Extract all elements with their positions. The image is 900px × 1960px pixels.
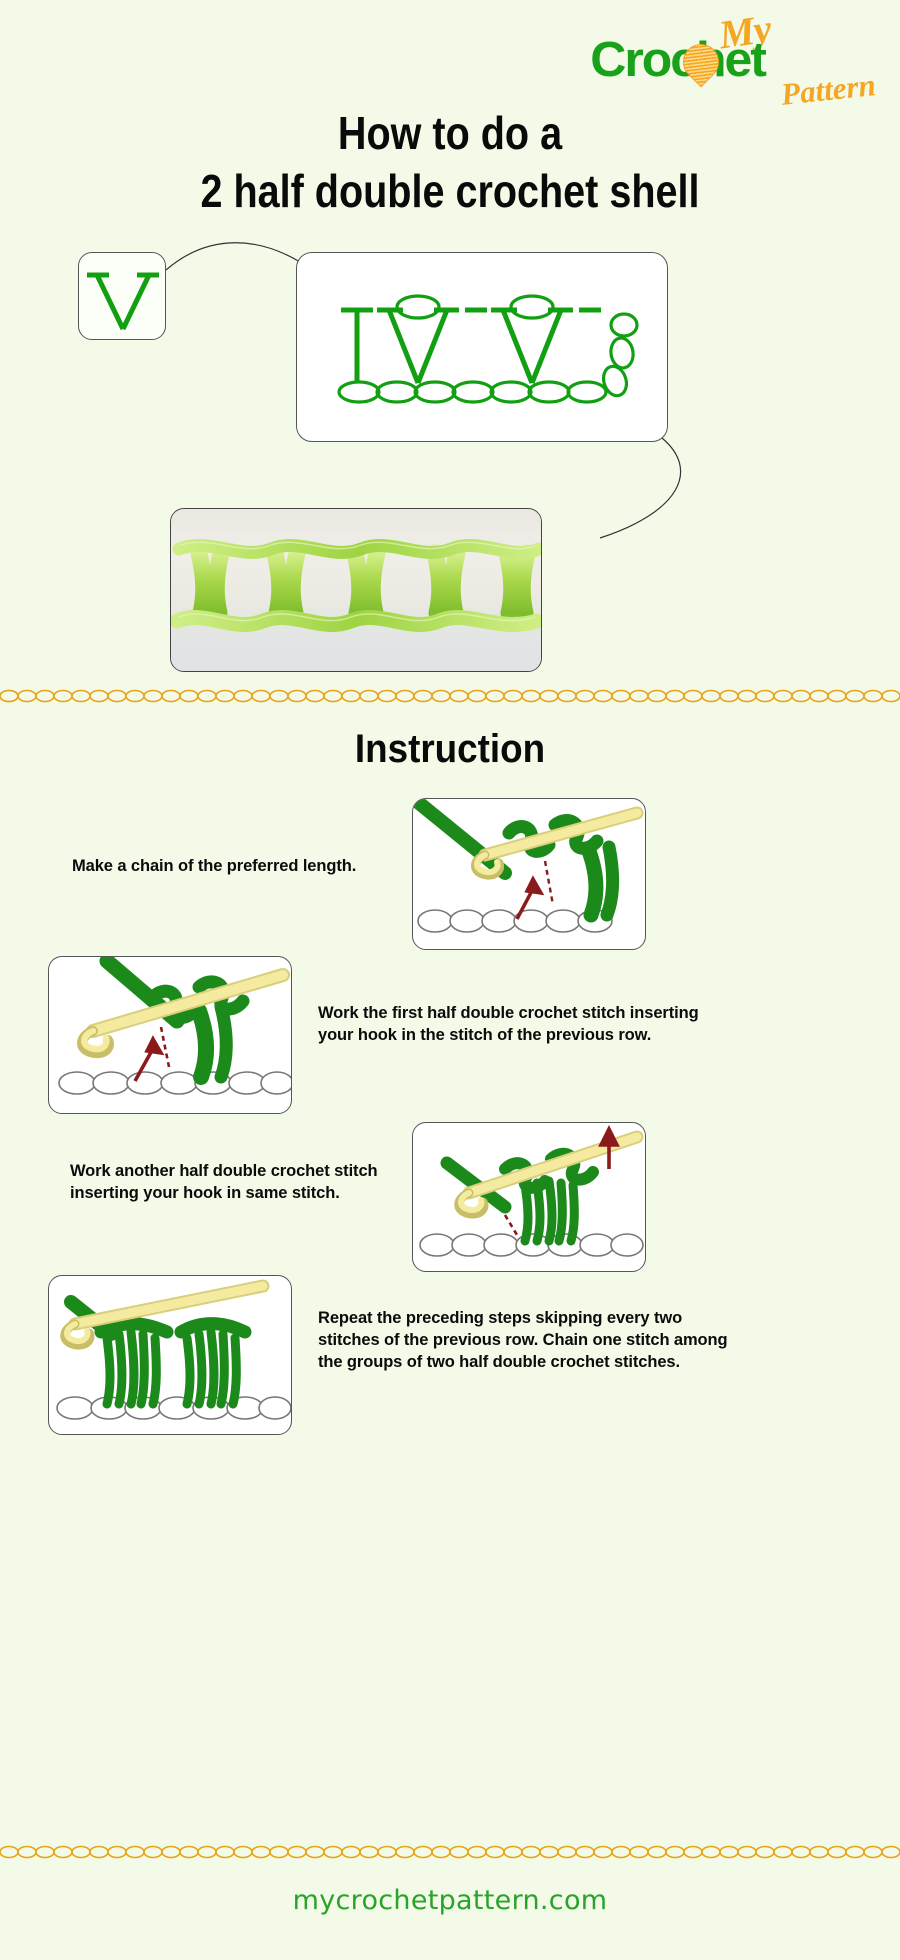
step-2-image [48, 956, 292, 1114]
logo-crochet-text: Crochet [590, 33, 767, 87]
page-title-line1: How to do a [337, 107, 563, 159]
finished-swatch-photo [170, 508, 542, 672]
step-3-image [412, 1122, 646, 1272]
step-3-text: Work another half double crochet stitch … [70, 1162, 378, 1202]
footer-website-link[interactable]: mycrochetpattern.com [292, 1885, 608, 1916]
step-1-text: Make a chain of the preferred length. [72, 857, 357, 875]
stitch-chart-box [296, 252, 668, 442]
page-title: How to do a 2 half double crochet shell [63, 104, 837, 220]
symbol-key-box [78, 252, 166, 340]
stitch-chart-diagram [337, 294, 639, 404]
swatch-yarn-render [171, 539, 541, 632]
step-3-diagram [419, 1124, 644, 1257]
instruction-heading: Instruction [354, 727, 546, 771]
step-2-diagram [58, 957, 291, 1095]
site-logo[interactable]: My Crochet Pattern [590, 6, 882, 112]
step-4-image [48, 1275, 292, 1435]
step-4-text: Repeat the preceding steps skipping ever… [318, 1309, 728, 1371]
step-1-diagram [413, 799, 644, 933]
page-title-line2: 2 half double crochet shell [200, 165, 700, 217]
step-2-text: Work the first half double crochet stitc… [318, 1004, 699, 1044]
half-double-crochet-V-symbol [87, 272, 159, 331]
chain-divider-top [0, 689, 900, 703]
step-4-diagram [56, 1279, 291, 1420]
chain-divider-bottom [0, 1845, 900, 1859]
step-1-image [412, 798, 646, 950]
